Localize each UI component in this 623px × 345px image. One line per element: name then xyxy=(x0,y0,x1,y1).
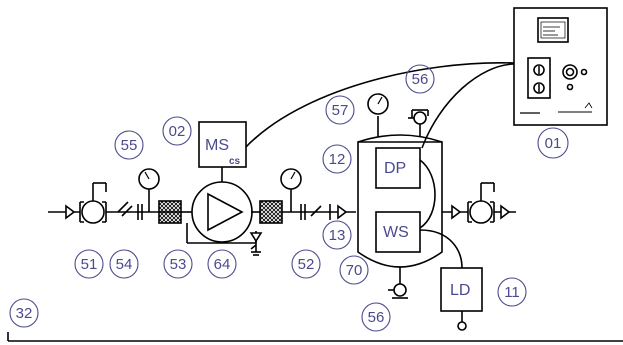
svg-text:13: 13 xyxy=(329,227,346,244)
svg-text:55: 55 xyxy=(121,137,138,154)
callout-56-top: 56 xyxy=(405,64,435,94)
dp-ws-link xyxy=(419,159,436,229)
discharge-pressure-gauge xyxy=(280,168,302,212)
discharge-strainer xyxy=(300,204,322,220)
svg-text:12: 12 xyxy=(329,151,346,168)
callout-12: 12 xyxy=(322,144,352,174)
svg-text:70: 70 xyxy=(346,262,363,279)
differential-pressure-box xyxy=(375,147,421,189)
suction-vibration-damper xyxy=(158,200,182,224)
tank-top-vent-valve xyxy=(408,109,429,137)
svg-text:54: 54 xyxy=(116,256,133,273)
motor-starter-label: MS xyxy=(205,137,229,154)
suction-pressure-gauge xyxy=(138,168,160,212)
callout-55: 55 xyxy=(114,130,144,160)
tank-pressure-gauge xyxy=(367,93,389,137)
leak-detector-box xyxy=(440,267,483,312)
water-sensor-box xyxy=(375,211,421,253)
svg-text:52: 52 xyxy=(298,256,315,273)
callout-54: 54 xyxy=(109,249,139,279)
callout-70: 70 xyxy=(339,255,369,285)
callout-01: 01 xyxy=(537,127,569,159)
svg-text:64: 64 xyxy=(214,256,231,273)
svg-text:53: 53 xyxy=(170,256,187,273)
differential-pressure-label: DP xyxy=(384,160,406,177)
tank-inlet-connection xyxy=(329,204,348,220)
suction-strainer xyxy=(117,201,143,220)
motor-starter-box xyxy=(198,121,247,168)
svg-text:11: 11 xyxy=(504,284,520,301)
svg-text:01: 01 xyxy=(545,135,562,152)
callout-51: 51 xyxy=(74,249,104,279)
callout-11: 11 xyxy=(497,277,527,307)
discharge-vibration-damper xyxy=(259,200,283,224)
callout-32: 32 xyxy=(9,298,39,328)
callout-52: 52 xyxy=(291,249,321,279)
ws-ld-cable xyxy=(419,229,463,269)
svg-text:51: 51 xyxy=(81,256,98,273)
dp-signal-cable xyxy=(421,63,515,149)
inlet-check-valve xyxy=(48,182,107,224)
callout-02: 02 xyxy=(162,116,192,146)
leak-sensor-probe xyxy=(457,321,467,331)
svg-text:32: 32 xyxy=(16,305,33,322)
tank-bottom-drain-valve xyxy=(388,267,408,299)
motor-starter-sub-label: cs xyxy=(229,156,241,167)
tank-vessel xyxy=(357,134,443,268)
pump xyxy=(181,167,263,256)
callout-64: 64 xyxy=(207,249,237,279)
svg-text:56: 56 xyxy=(368,309,385,326)
ms-signal-cable xyxy=(244,62,515,149)
callout-56-bottom: 56 xyxy=(361,302,391,332)
svg-text:02: 02 xyxy=(169,123,186,140)
callout-57: 57 xyxy=(325,95,355,125)
svg-text:56: 56 xyxy=(412,71,429,88)
svg-text:57: 57 xyxy=(332,102,349,119)
callout-13: 13 xyxy=(322,220,352,250)
leak-detector-label: LD xyxy=(450,282,470,299)
control-panel xyxy=(513,7,608,126)
callout-53: 53 xyxy=(163,249,193,279)
outlet-check-valve xyxy=(442,182,516,224)
water-sensor-label: WS xyxy=(383,224,409,241)
